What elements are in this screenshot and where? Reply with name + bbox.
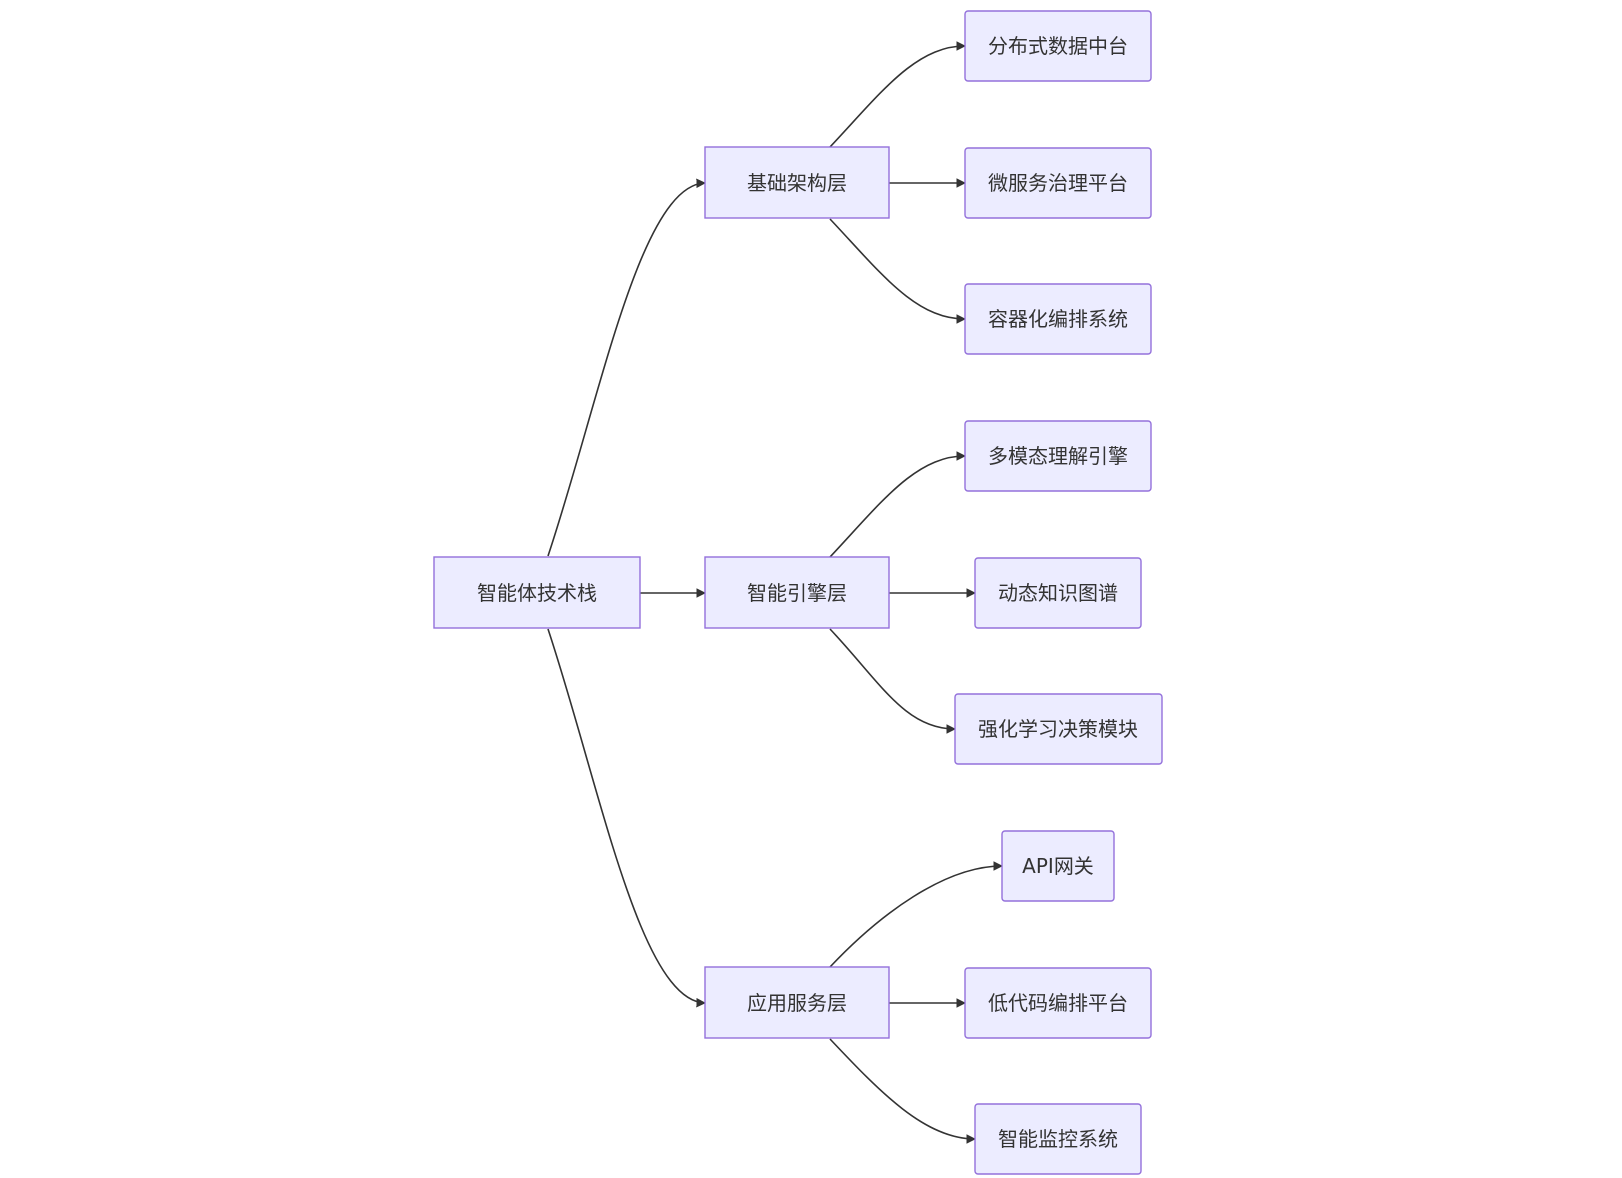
edge-layer-2-to-child-3 [829, 628, 956, 734]
node-layer-3: 应用服务层 [704, 966, 890, 1039]
node-layer-1-box [704, 146, 890, 219]
node-layer-1-child-2: 微服务治理平台 [964, 147, 1152, 219]
node-layer-3-child-1: API网关 [1001, 830, 1115, 902]
node-layer-3-label: 应用服务层 [747, 991, 847, 1015]
node-layer-2-child-1-box [964, 420, 1152, 492]
edge-layer-2-to-child-1 [829, 451, 966, 558]
node-layer-2-child-1: 多模态理解引擎 [964, 420, 1152, 492]
node-layer-3-box [704, 966, 890, 1039]
node-layer-3-child-3-label: 智能监控系统 [998, 1127, 1118, 1151]
node-layer-2: 智能引擎层 [704, 556, 890, 629]
node-layer-3-child-3-box [974, 1103, 1142, 1175]
node-layer-1-child-2-label: 微服务治理平台 [988, 171, 1128, 195]
node-layer-2-child-1-label: 多模态理解引擎 [988, 444, 1128, 468]
edge-root-to-layer-3 [547, 628, 706, 1008]
node-layer-1-child-2-box [964, 147, 1152, 219]
node-layer-1-child-1-box [964, 10, 1152, 82]
node-layer-3-child-1-label: API网关 [1022, 854, 1094, 878]
node-layer-1-child-3-box [964, 283, 1152, 355]
node-layer-3-child-2-box [964, 967, 1152, 1039]
node-root-label: 智能体技术栈 [477, 581, 597, 605]
edge-layer-3-to-child-3 [829, 1038, 976, 1144]
node-layer-2-box [704, 556, 890, 629]
node-layer-3-child-2: 低代码编排平台 [964, 967, 1152, 1039]
node-layer-3-child-1-box [1001, 830, 1115, 902]
node-layer-2-child-2: 动态知识图谱 [974, 557, 1142, 629]
node-layer-3-child-3: 智能监控系统 [974, 1103, 1142, 1175]
node-layer-2-label: 智能引擎层 [747, 581, 847, 605]
node-root: 智能体技术栈 [433, 556, 641, 629]
node-layer-2-child-3-label: 强化学习决策模块 [978, 717, 1138, 741]
node-layer-1-child-1: 分布式数据中台 [964, 10, 1152, 82]
edge-layer-1-to-child-1 [829, 41, 966, 148]
node-layer-1-child-3: 容器化编排系统 [964, 283, 1152, 355]
node-layer-2-child-2-box [974, 557, 1142, 629]
edge-root-to-layer-1 [547, 178, 706, 557]
node-layer-3-child-2-label: 低代码编排平台 [988, 991, 1128, 1015]
node-layer-1-child-3-label: 容器化编排系统 [988, 307, 1128, 331]
edge-layer-3-to-child-1 [829, 861, 1003, 968]
node-layer-1-label: 基础架构层 [747, 171, 847, 195]
node-layer-2-child-2-label: 动态知识图谱 [998, 581, 1118, 605]
node-layer-1-child-1-label: 分布式数据中台 [988, 34, 1128, 58]
node-layer-2-child-3: 强化学习决策模块 [954, 693, 1163, 765]
edge-layer-1-to-child-3 [829, 218, 966, 324]
node-layer-2-child-3-box [954, 693, 1163, 765]
node-layer-1: 基础架构层 [704, 146, 890, 219]
node-root-box [433, 556, 641, 629]
